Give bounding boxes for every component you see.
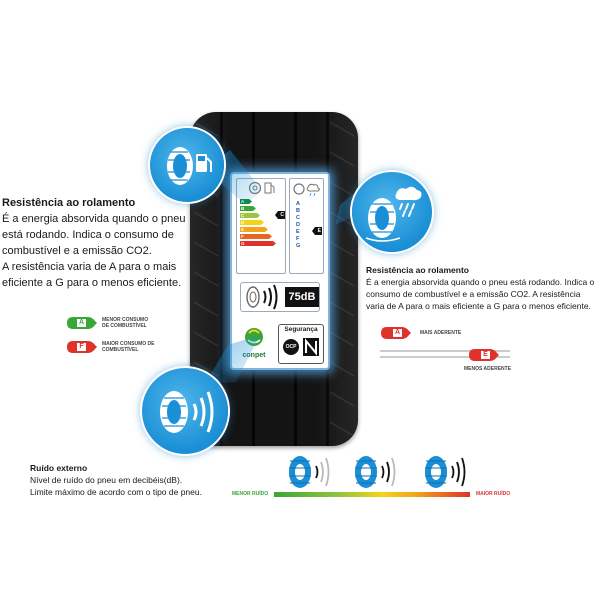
grip-grade-e: E — [483, 351, 488, 358]
rolling-resistance-left-line: A resistência varia de A para o mais — [2, 261, 177, 273]
wet-grade-e: E — [296, 229, 300, 235]
rolling-resistance-right-line: É a energia absorvida quando o pneu está… — [366, 277, 595, 287]
wet-grade-indicator: E — [312, 227, 322, 235]
rolling-resistance-right-line: varia de A para o mais eficiente a G par… — [366, 301, 591, 311]
noise-db-value: 75dB — [285, 287, 319, 307]
rain-cloud-icon — [395, 186, 422, 201]
green-car-icon — [67, 317, 97, 329]
wet-grade-f: F — [296, 236, 300, 242]
sound-waves-icon — [246, 284, 278, 310]
max-noise-label: MAIOR RUÍDO — [476, 491, 511, 497]
noise-circle — [142, 368, 228, 454]
grip-legend: A MAIS ADERENTE E MENOS ADERENTE — [380, 326, 530, 378]
tire-noise-icon — [160, 391, 214, 433]
rolling-resistance-left-line: combustível e a emissão CO2. — [2, 245, 152, 257]
noise-gradient-bar — [274, 492, 470, 497]
wet-grade-d: D — [296, 222, 300, 228]
fuel-bar-b: B — [240, 206, 256, 211]
wet-grip-circle — [352, 172, 432, 252]
wet-grade-a: A — [296, 201, 300, 207]
fuel-circle — [150, 128, 224, 202]
fuel-grade-indicator: C — [275, 211, 285, 219]
wet-grade-b: B — [296, 208, 300, 214]
tire-rain-icon — [365, 186, 422, 242]
red-car-icon — [381, 327, 411, 339]
external-noise-block: Ruído externo Nível de ruído do pneu em … — [30, 462, 230, 498]
seguranca-seal: Segurança OCP — [278, 324, 324, 364]
conpet-brand: conpet — [242, 352, 266, 359]
rolling-resistance-left-line: eficiente a G para o menos eficiente. — [2, 277, 182, 289]
legend-more-fuel-line1: MAIOR CONSUMO DE — [102, 341, 155, 347]
ocp-badge: OCP — [283, 339, 299, 355]
external-noise-line: Nível de ruído do pneu em decibéis(dB). — [30, 475, 183, 485]
wet-grade-g: G — [296, 243, 301, 249]
grip-grade-a: A — [394, 329, 401, 336]
rolling-resistance-left-title: Resistência ao rolamento — [2, 197, 136, 209]
legend-less-fuel-line2: DE COMBUSTÍVEL — [102, 323, 147, 329]
rolling-resistance-right-line: consumo de combustível e a emissão CO2. … — [366, 289, 581, 299]
legend-less-fuel-line1: MENOR CONSUMO — [102, 317, 149, 323]
fuel-bar-g: G — [240, 241, 276, 246]
fuel-bar-e: E — [240, 227, 268, 232]
fuel-bar-d: D — [240, 220, 264, 225]
wet-grip-panel: A B C D E F G E — [289, 178, 324, 274]
noise-level-3 — [425, 456, 466, 488]
legend-grade-f: F — [79, 343, 84, 350]
seguranca-title: Segurança — [284, 326, 318, 333]
fuel-bar-f: F — [240, 234, 272, 239]
rolling-resistance-right-title: Resistência ao rolamento — [366, 265, 469, 275]
grip-track-top — [380, 350, 510, 352]
min-noise-label: MENOR RUÍDO — [232, 491, 269, 497]
fuel-consumption-legend: A MENOR CONSUMO DE COMBUSTÍVEL F MAIOR C… — [66, 316, 186, 356]
tire-fuel-icon — [167, 147, 212, 185]
external-noise-line: Limite máximo de acordo com o tipo de pn… — [30, 487, 202, 497]
rolling-resistance-right: Resistência ao rolamento É a energia abs… — [366, 264, 598, 312]
legend-grade-a: A — [78, 319, 85, 326]
rolling-resistance-left-line: está rodando. Indica o consumo de — [2, 229, 174, 241]
conpet-logo: conpet — [236, 324, 272, 364]
red-car-icon — [67, 341, 97, 353]
external-noise-title: Ruído externo — [30, 463, 88, 473]
inmetro-mark-icon — [303, 338, 319, 356]
eu-tire-label: A B C D E F G C A B C D E — [230, 172, 330, 370]
grip-less-label: MENOS ADERENTE — [464, 366, 512, 372]
noise-scale: MENOR RUÍDO MAIOR RUÍDO — [232, 448, 522, 504]
rain-cloud-icon — [293, 183, 320, 197]
noise-panel: 75dB — [240, 282, 320, 312]
sound-waves-icon — [192, 403, 198, 421]
fuel-bar-c: C — [240, 213, 260, 218]
noise-level-2 — [355, 456, 396, 488]
grip-track-bottom — [380, 356, 510, 358]
legend-more-fuel-line2: COMBUSTÍVEL — [102, 347, 139, 353]
rolling-resistance-left: Resistência ao rolamento É a energia abs… — [2, 195, 192, 291]
wet-grade-c: C — [296, 215, 300, 221]
fuel-bar-a: A — [240, 199, 252, 204]
rolling-resistance-left-line: É a energia absorvida quando o pneu — [2, 213, 186, 225]
grip-more-label: MAIS ADERENTE — [420, 330, 462, 336]
noise-level-1 — [289, 456, 330, 488]
fuel-pump-icon — [248, 181, 275, 195]
red-car-icon — [469, 349, 499, 361]
noise-tire-icons — [289, 456, 466, 488]
fuel-efficiency-panel: A B C D E F G C — [236, 178, 286, 274]
